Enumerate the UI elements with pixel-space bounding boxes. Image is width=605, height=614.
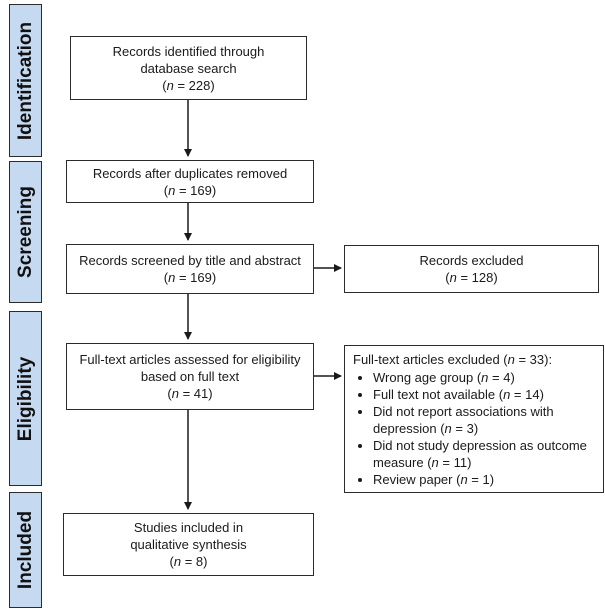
fulltext-count: (n = 41) <box>167 386 213 401</box>
box-records-identified: Records identified through database sear… <box>70 36 307 100</box>
exclusion-reason: Did not study depression as outcome meas… <box>373 437 595 471</box>
box-fulltext-excluded: Full-text articles excluded (n = 33): Wr… <box>344 345 604 493</box>
identified-count: (n = 228) <box>162 77 215 93</box>
fulltext-line2: based on full text <box>140 369 240 384</box>
excluded-line1: Records excluded <box>419 253 524 268</box>
exclusion-reason: Full text not available (n = 14) <box>373 386 595 403</box>
phase-eligibility: Eligibility <box>9 311 42 486</box>
screened-count: (n = 169) <box>163 270 217 285</box>
duplicates-line1: Records after duplicates removed <box>92 165 288 181</box>
exclusion-reason: Did not report associations with depress… <box>373 403 595 437</box>
fulltext-line1: Full-text articles assessed for eligibil… <box>79 352 301 367</box>
phase-included: Included <box>9 492 42 608</box>
exclusion-reason: Review paper (n = 1) <box>373 471 595 488</box>
box-studies-included: Studies included in qualitative synthesi… <box>63 513 314 576</box>
fulltext-excluded-title: Full-text articles excluded (n = 33): <box>353 352 553 367</box>
included-line1: Studies included in <box>133 520 244 535</box>
phase-screening: Screening <box>9 161 42 303</box>
duplicates-count: (n = 169) <box>163 182 217 198</box>
box-fulltext-assessed: Full-text articles assessed for eligibil… <box>66 343 314 410</box>
box-records-after-duplicates: Records after duplicates removed (n = 16… <box>66 160 314 203</box>
box-records-excluded: Records excluded (n = 128) <box>344 245 599 293</box>
box-records-screened: Records screened by title and abstract (… <box>66 244 314 294</box>
exclusion-reason: Wrong age group (n = 4) <box>373 369 595 386</box>
excluded-count: (n = 128) <box>445 270 498 285</box>
identified-line1: Records identified through <box>112 43 265 59</box>
screened-line1: Records screened by title and abstract <box>79 253 301 268</box>
exclusion-reasons-list: Wrong age group (n = 4) Full text not av… <box>353 369 595 488</box>
included-line2: qualitative synthesis <box>130 537 247 552</box>
included-count: (n = 8) <box>169 554 208 569</box>
phase-identification: Identification <box>9 4 42 157</box>
identified-line2: database search <box>140 60 237 76</box>
